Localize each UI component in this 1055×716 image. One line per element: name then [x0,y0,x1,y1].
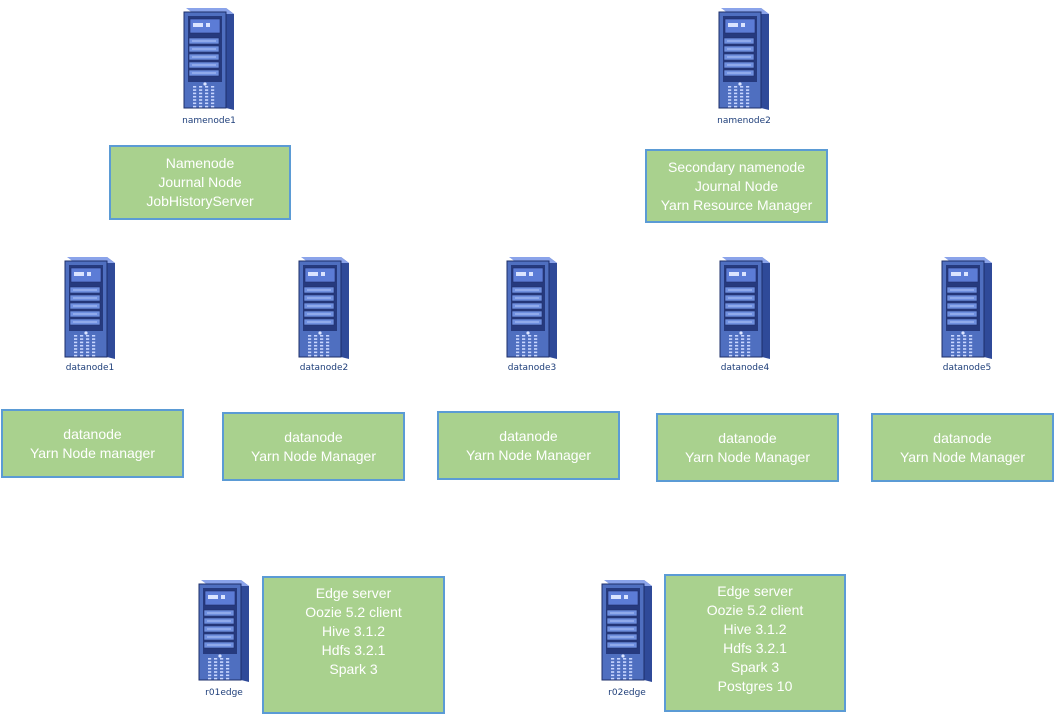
server-icon [940,253,994,361]
server-namenode2: namenode2 [717,4,771,126]
server-label-datanode1: datanode1 [65,363,115,373]
role-box-datanode1: datanode Yarn Node manager [1,409,184,478]
role-line: Oozie 5.2 client [305,604,402,620]
role-line: Yarn Node Manager [899,448,1026,465]
server-label-datanode3: datanode3 [507,363,557,373]
role-line: Hdfs 3.2.1 [321,642,386,658]
server-datanode4: datanode4 [718,253,772,373]
server-icon [297,253,351,361]
server-datanode3: datanode3 [505,253,559,373]
role-line: Spark 3 [329,661,378,677]
server-icon [197,576,251,684]
server-label-namenode1: namenode1 [182,116,236,126]
role-line: Yarn Node Manager [684,448,811,465]
role-line: Yarn Node Manager [250,447,377,464]
server-label-datanode2: datanode2 [299,363,349,373]
server-label-namenode2: namenode2 [717,116,771,126]
server-label-r02edge: r02edge [608,688,646,698]
role-line: Hive 3.1.2 [723,621,787,637]
role-line: Secondary namenode [668,158,805,175]
role-line: Yarn Node Manager [465,446,592,463]
role-box-r01edge: Edge server Oozie 5.2 client Hive 3.1.2 … [262,576,445,714]
role-line: datanode [718,429,777,446]
server-label-datanode4: datanode4 [720,363,770,373]
role-line: Spark 3 [730,659,780,675]
role-line: Hive 3.1.2 [321,623,386,639]
role-line: datanode [284,428,343,445]
role-box-datanode2: datanode Yarn Node Manager [222,412,405,481]
role-box-r02edge: Edge server Oozie 5.2 client Hive 3.1.2 … [664,574,846,712]
role-line: Edge server [717,583,793,599]
role-line: datanode [933,429,992,446]
role-line: Postgres 10 [717,678,793,694]
server-icon [717,4,771,112]
role-line: Yarn Node manager [29,444,156,461]
server-datanode1: datanode1 [63,253,117,373]
role-line: Edge server [315,585,392,601]
role-line: Journal Node [694,177,779,194]
server-r01edge: r01edge [197,576,251,698]
role-line: Journal Node [158,174,242,190]
role-box-namenode1: Namenode Journal Node JobHistoryServer [109,145,291,220]
role-box-datanode3: datanode Yarn Node Manager [437,411,620,480]
server-r02edge: r02edge [600,576,654,698]
server-datanode5: datanode5 [940,253,994,373]
server-icon [718,253,772,361]
server-datanode2: datanode2 [297,253,351,373]
role-line: datanode [499,427,558,444]
role-box-datanode4: datanode Yarn Node Manager [656,413,839,482]
server-label-datanode5: datanode5 [942,363,992,373]
role-box-datanode5: datanode Yarn Node Manager [871,413,1054,482]
server-namenode1: namenode1 [182,4,236,126]
server-icon [505,253,559,361]
role-box-namenode2: Secondary namenode Journal Node Yarn Res… [645,149,828,223]
role-line: Hdfs 3.2.1 [723,640,787,656]
role-line: Oozie 5.2 client [706,602,804,618]
server-label-r01edge: r01edge [205,688,243,698]
role-line: Yarn Resource Manager [660,196,813,213]
server-icon [63,253,117,361]
server-icon [600,576,654,684]
role-line: Namenode [165,155,235,171]
role-line: JobHistoryServer [146,193,254,209]
server-icon [182,4,236,112]
role-line: datanode [63,425,122,442]
